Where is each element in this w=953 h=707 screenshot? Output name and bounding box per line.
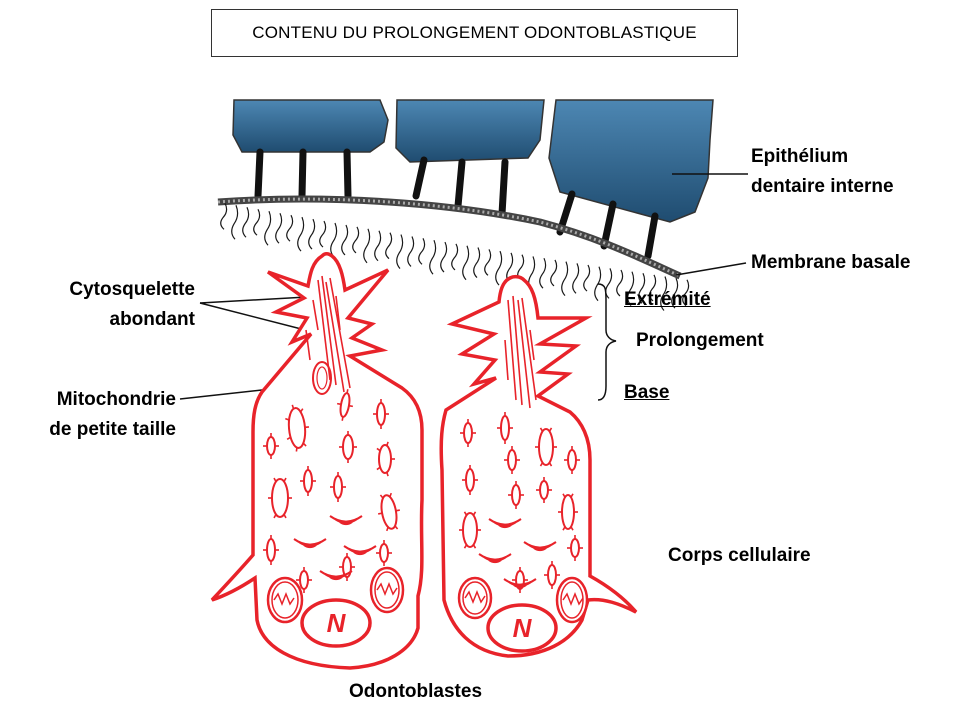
label-odontoblastes: Odontoblastes	[349, 677, 482, 707]
label-cytosquelette: Cytosquelette abondant	[10, 275, 195, 335]
label-prolongement: Prolongement	[636, 326, 764, 356]
svg-text:N: N	[513, 613, 533, 643]
label-corps-cellulaire: Corps cellulaire	[668, 541, 811, 571]
mitochondrion	[557, 578, 587, 622]
label-mitochondrie: Mitochondrie de petite taille	[0, 385, 176, 445]
nucleus-left: N	[302, 600, 370, 646]
label-epithelium: Epithélium dentaire interne	[751, 142, 941, 202]
mitochondrion	[268, 578, 302, 622]
label-basal-membrane: Membrane basale	[751, 248, 910, 278]
basal-fibers	[221, 203, 689, 310]
nucleus-right: N	[488, 605, 556, 651]
mitochondrion	[459, 578, 491, 618]
basal-membrane	[218, 199, 689, 310]
label-extremite: Extrémité	[624, 285, 711, 315]
svg-text:N: N	[327, 608, 347, 638]
label-base: Base	[624, 378, 669, 408]
mitochondrion	[371, 568, 403, 612]
